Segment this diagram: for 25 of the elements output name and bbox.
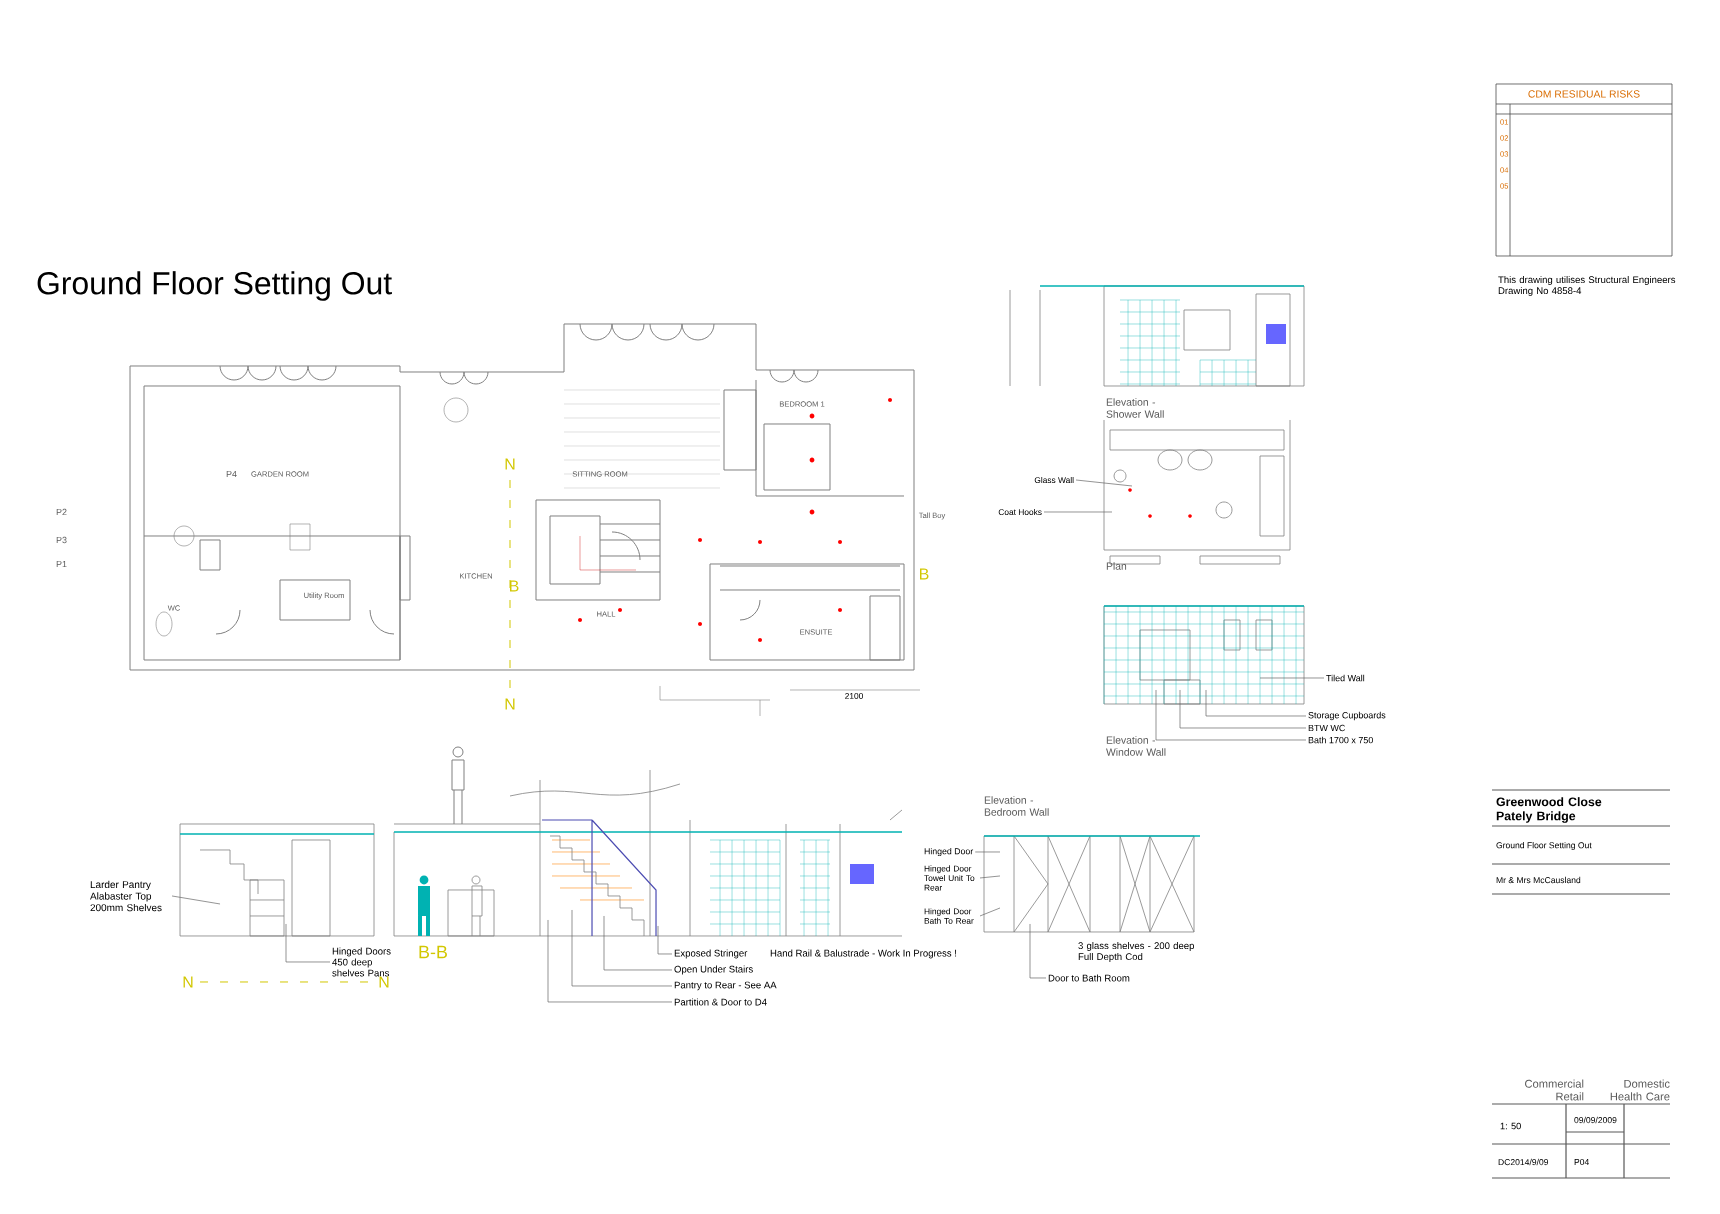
- leader-line: [1029, 923, 1047, 979]
- leader-line: [171, 895, 221, 905]
- leader-line: [1205, 689, 1307, 717]
- leader-line: [1155, 689, 1307, 741]
- stair-section-drawing: [393, 746, 903, 937]
- leader-line: [1075, 479, 1133, 487]
- leader-line: [974, 851, 1001, 853]
- leader-line: [571, 909, 673, 987]
- bathroom-plan-drawing: [1103, 419, 1291, 565]
- shower-elevation-drawing: [1009, 285, 1305, 387]
- floor-plan-drawing: [129, 323, 921, 717]
- leader-line: [285, 923, 331, 963]
- larder-section-drawing: [179, 823, 375, 937]
- window-elevation-drawing: [1103, 605, 1305, 705]
- section-mark: B-B: [419, 945, 447, 959]
- leader-line: [979, 875, 1001, 879]
- leader-line: [547, 919, 673, 1003]
- leader-line: [1043, 511, 1113, 513]
- leader-line: [1179, 689, 1307, 729]
- leader-line: [603, 915, 673, 971]
- leader-line: [1259, 677, 1325, 679]
- bedroom-elevation-drawing: [983, 835, 1201, 933]
- leader-line: [657, 925, 673, 955]
- leader-line: [979, 907, 1001, 917]
- page-title: Ground Floor Setting Out: [37, 271, 392, 301]
